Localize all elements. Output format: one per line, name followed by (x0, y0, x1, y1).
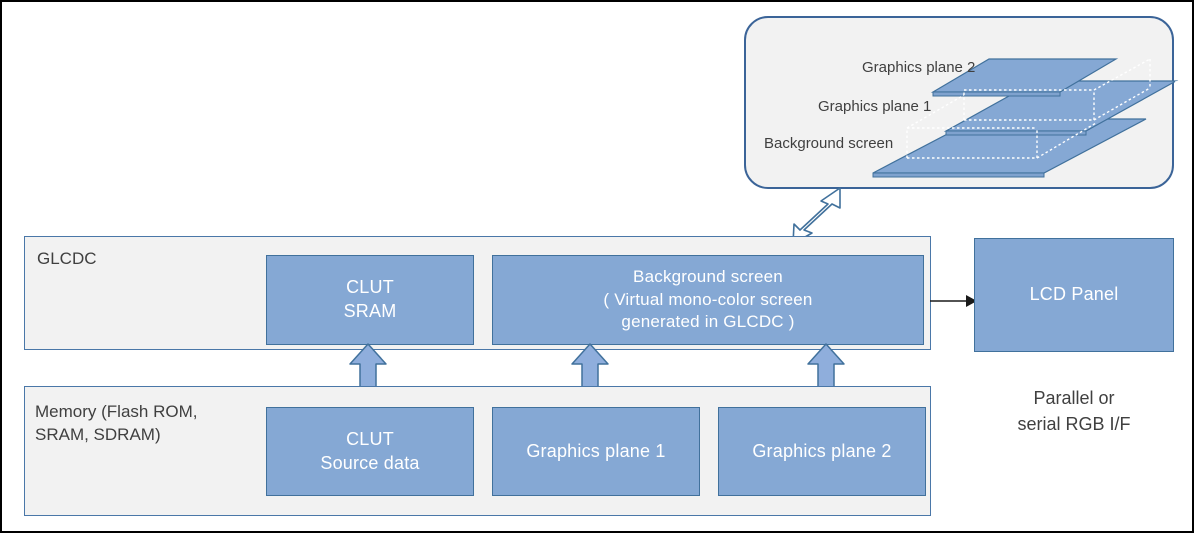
lcd-panel-box: LCD Panel (974, 238, 1174, 352)
clut-sram-line-1: CLUT (346, 277, 394, 298)
background-screen-line-2: ( Virtual mono-color screen (603, 289, 813, 309)
plane-guide-lines (906, 58, 1177, 159)
lcd-interface-caption: Parallel or serial RGB I/F (1017, 388, 1131, 435)
stacked-planes-illustration (872, 58, 1179, 178)
glcdc-panel-title: GLCDC (37, 249, 97, 268)
background-screen-box: Background screen ( Virtual mono-color s… (492, 255, 924, 345)
graphics-plane-1-plane-edge (945, 130, 1087, 136)
plane-label-graphics-plane-1: Graphics plane 1 (818, 98, 932, 115)
clut-sram-line-2: SRAM (343, 301, 397, 321)
layer-stack-callout: Graphics plane 2 Graphics plane 1 Backgr… (744, 16, 1179, 189)
glcdc-to-lcd-arrow (930, 295, 977, 307)
background-screen-line-1: Background screen (633, 267, 783, 287)
graphics-plane-2-plane-edge (932, 91, 1061, 97)
graphics-plane-1-memory-label: Graphics plane 1 (526, 440, 666, 461)
background-screen-plane-edge (872, 172, 1045, 178)
lcd-panel-label: LCD Panel (1029, 284, 1119, 305)
clut-source-data-line-1: CLUT (346, 428, 394, 449)
glcdc-to-lcd-arrow-head (966, 295, 977, 307)
clut-sram-box: CLUT SRAM (266, 255, 474, 345)
graphics-plane-2-memory-box: Graphics plane 2 (718, 407, 926, 496)
graphics-plane-2-memory-label: Graphics plane 2 (752, 440, 892, 461)
plane-label-graphics-plane-2: Graphics plane 2 (862, 59, 976, 76)
clut-source-data-line-2: Source data (320, 452, 420, 473)
clut-source-data-box: CLUT Source data (266, 407, 474, 496)
plane-label-background-screen: Background screen (764, 135, 894, 152)
graphics-plane-1-memory-box: Graphics plane 1 (492, 407, 700, 496)
background-screen-line-3: generated in GLCDC ) (621, 312, 795, 332)
memory-panel-title: Memory (Flash ROM, SRAM, SDRAM) (35, 402, 198, 445)
